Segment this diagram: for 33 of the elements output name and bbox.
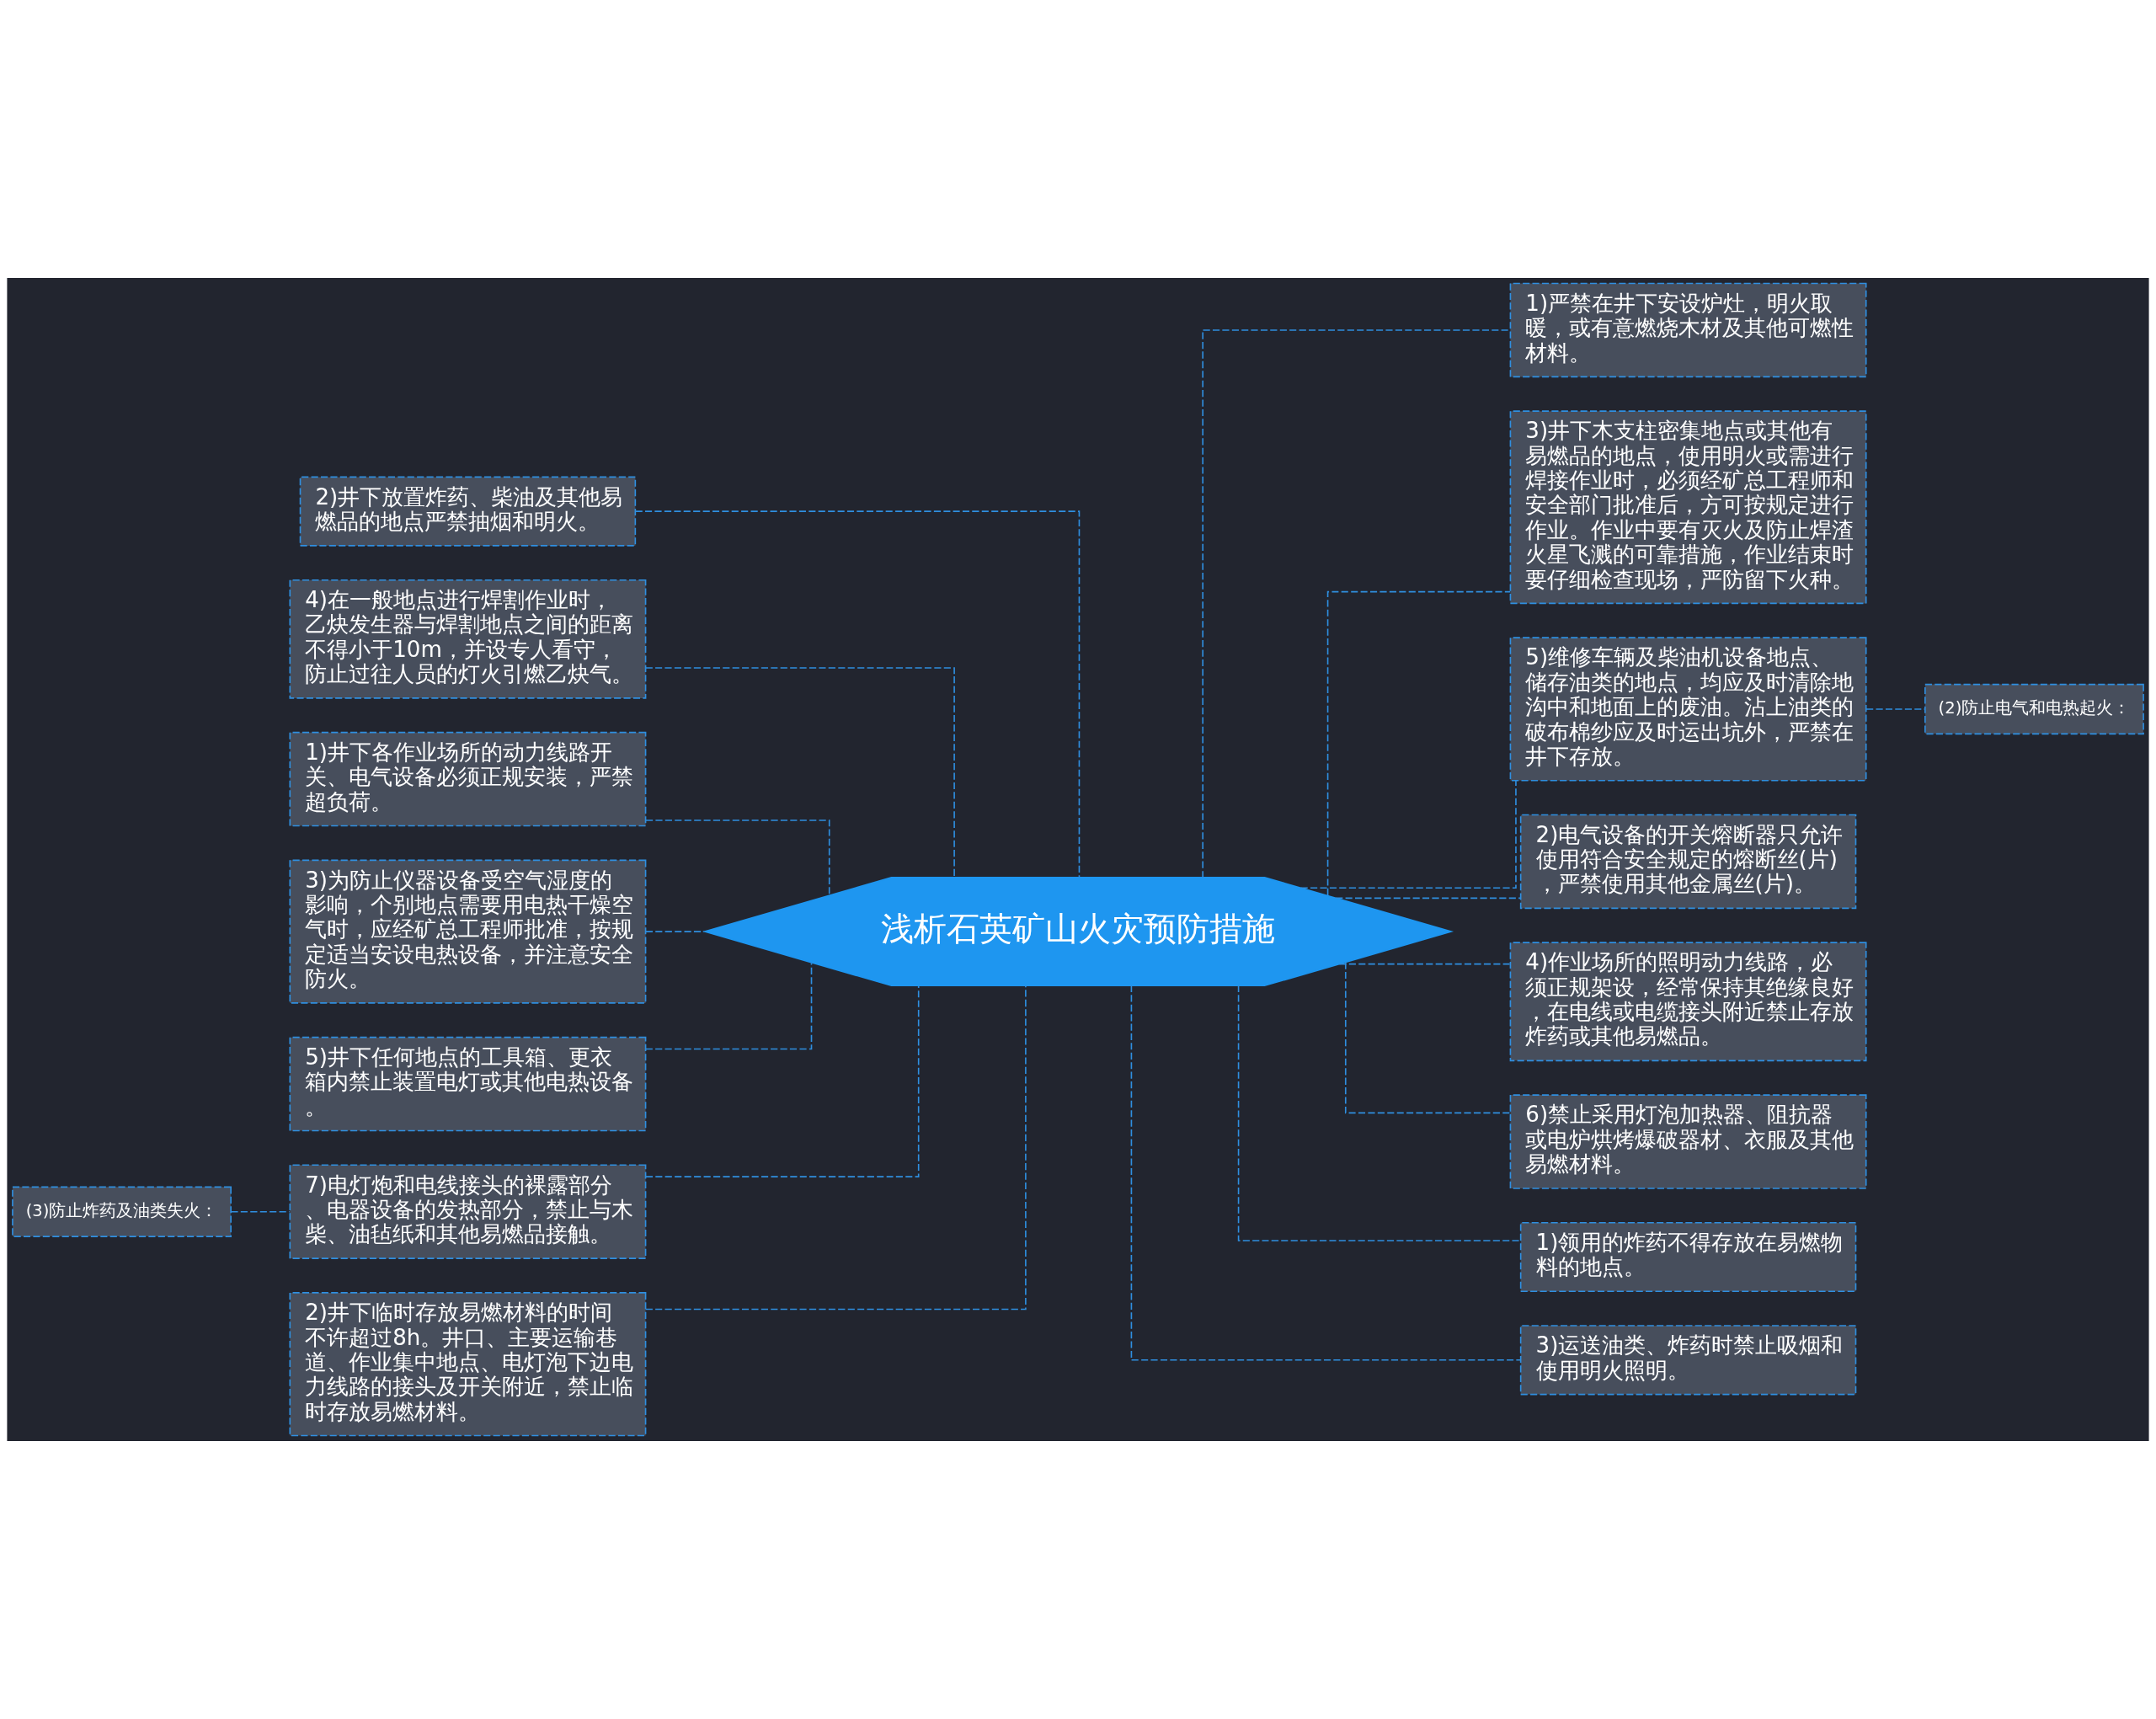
connector [644, 962, 813, 1050]
connector [1299, 780, 1517, 889]
node-box: 7)电灯炮和电线接头的裸露部分、电器设备的发热部分，禁止与木柴、油毡纸和其他易燃品接触。 [289, 1164, 647, 1259]
node-box: 3)运送油类、炸药时禁止吸烟和使用明火照明。 [1519, 1325, 1857, 1396]
node-box: 4)在一般地点进行焊割作业时，乙炔发生器与焊割地点之间的距离不得小于10m，并设专人看守，防止过往人员的灯火引燃乙炔气。 [289, 579, 647, 699]
node-box: 4)作业场所的照明动力线路，必须正规架设，经常保持其绝缘良好，在电线或电缆接头附近禁止存放炸药或其他易燃品。 [1509, 942, 1867, 1062]
node-box: 5)井下任何地点的工具箱、更衣箱内禁止装置电灯或其他电热设备。 [289, 1036, 647, 1132]
connector [1130, 985, 1522, 1361]
node-box: 1)井下各作业场所的动力线路开关、电气设备必须正规安装，严禁超负荷。 [289, 731, 647, 827]
connector [230, 1210, 291, 1213]
node-box: 3)井下木支柱密集地点或其他有易燃品的地点，使用明火或需进行焊接作业时，必须经矿总工程师和安全部门批准后，方可按规定进行作业。作业中要有灭火及防止焊渣火星飞溅的可靠措施，作业结束时要仔细检查现场，严防留下火种。 [1509, 410, 1867, 605]
connector [645, 985, 1027, 1311]
node-box: 2)井下放置炸药、柴油及其他易燃品的地点严禁抽烟和明火。 [299, 476, 637, 547]
connector [645, 931, 706, 932]
node-box: (3)防止炸药及油类失火： [12, 1186, 232, 1237]
connector [1865, 708, 1926, 710]
node-box: 2)井下临时存放易燃材料的时间不许超过8h。井口、主要运输巷道、作业集中地点、电灯泡下边电力线路的接头及开关附近，禁止临时存放易燃材料。 [289, 1292, 647, 1437]
connector [1344, 961, 1512, 1114]
connector [1338, 963, 1511, 965]
connector [645, 667, 955, 878]
node-box: (2)防止电气和电热起火： [1924, 683, 2144, 735]
connector [1237, 985, 1521, 1241]
node-box: 2)电气设备的开关熔断器只允许使用符合安全规定的熔断丝(片)，严禁使用其他金属丝(片)。 [1519, 814, 1857, 910]
node-box: 3)为防止仪器设备受空气湿度的影响，个别地点需要用电热干燥空气时，应经矿总工程师批准，按规定适当安设电热设备，并注意安全防火。 [289, 859, 647, 1004]
connector [645, 985, 920, 1177]
node-box: 6)禁止采用灯泡加热器、阻抗器或电炉烘烤爆破器材、衣服及其他易燃材料。 [1509, 1094, 1867, 1189]
node-box: 1)严禁在井下安设炉灶，明火取暖，或有意燃烧木材及其他可燃性材料。 [1509, 282, 1867, 378]
connector [645, 819, 830, 896]
node-box: 1)领用的炸药不得存放在易燃物料的地点。 [1519, 1221, 1857, 1293]
connector [1335, 897, 1522, 900]
connector [1326, 590, 1511, 896]
connector [634, 510, 1081, 878]
node-box: 5)维修车辆及柴油机设备地点、储存油类的地点，均应及时清除地沟中和地面上的废油。沾上油类的破布棉纱应及时运出坑外，严禁在井下存放。 [1509, 637, 1867, 782]
